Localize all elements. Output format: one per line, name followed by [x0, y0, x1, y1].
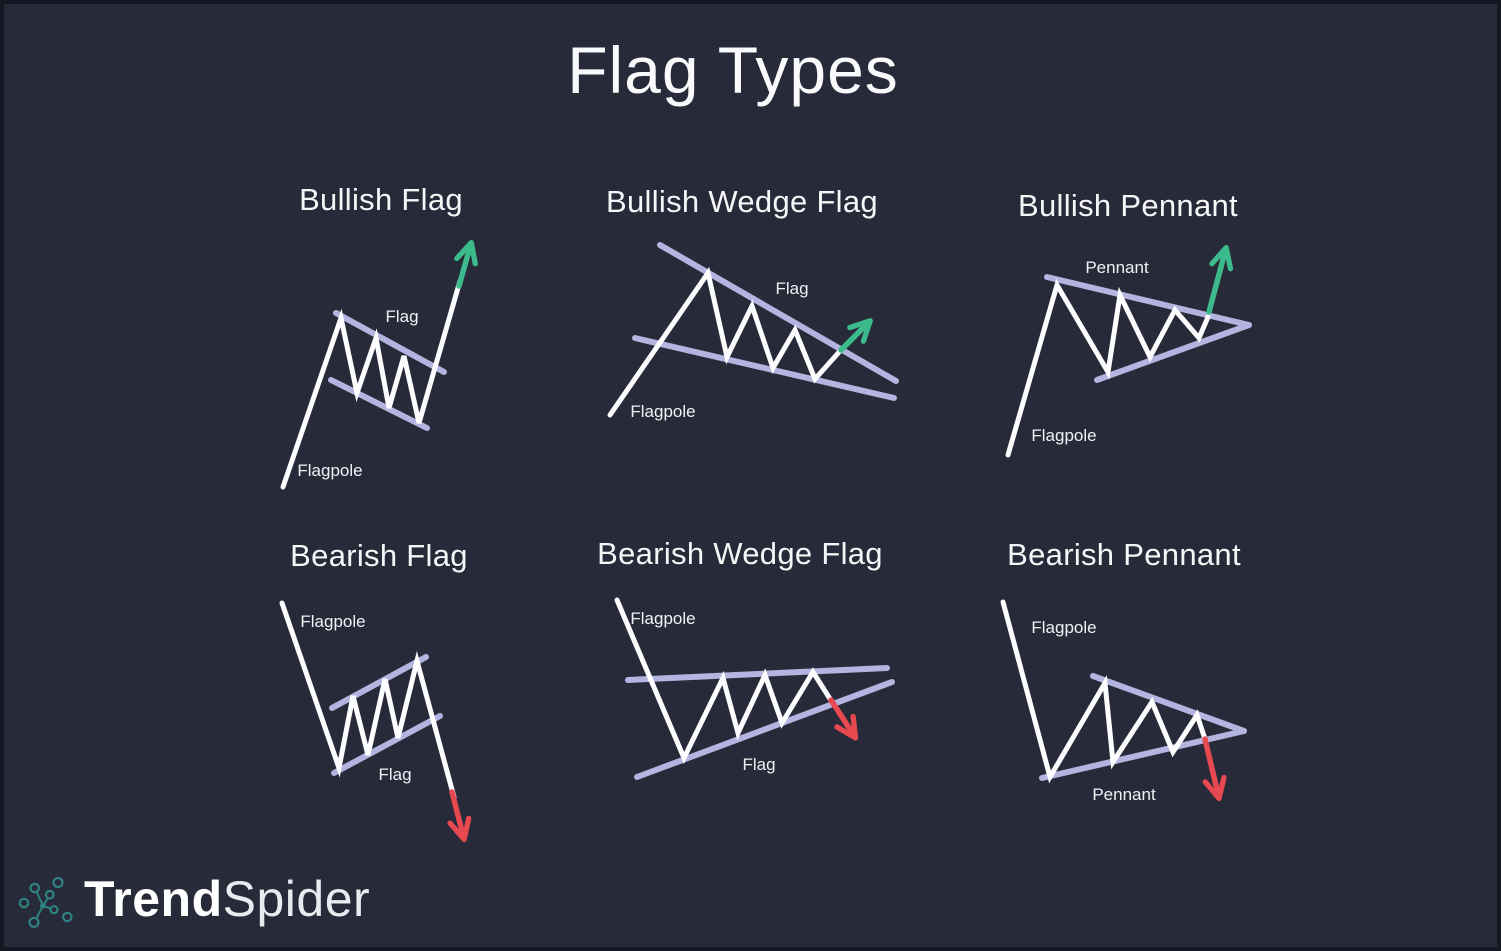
bullish-flag-flagpole-label: Flagpole [297, 461, 363, 480]
upper-channel-line [333, 310, 447, 375]
bullish-flag-flag-label: Flag [385, 307, 419, 326]
bearish-flag-diagram [279, 600, 472, 843]
bearish-flag-flag-label: Flag [378, 765, 412, 784]
price-zigzag-line [280, 278, 463, 490]
logo-text-spider: Spider [222, 871, 371, 927]
bearish-flag-title: Bearish Flag [290, 538, 468, 573]
lower-wedge-line [632, 335, 897, 401]
bearish-pennant-label: Pennant [1092, 785, 1156, 804]
lower-channel-line [328, 377, 430, 431]
bearish-flag-flagpole-label: Flagpole [300, 612, 366, 631]
price-zigzag-line [1005, 278, 1211, 458]
bullish-pennant-label: Pennant [1085, 258, 1149, 277]
breakout-arrow-up [838, 318, 873, 353]
upper-wedge-line [625, 665, 890, 683]
bullish-wedge-flag-label: Flag [775, 279, 809, 298]
bullish-flag-title: Bullish Flag [299, 182, 463, 217]
upper-channel-line [329, 654, 429, 711]
lower-channel-line [331, 713, 443, 776]
price-zigzag-line [607, 266, 843, 418]
breakout-arrow-up [454, 239, 478, 289]
upper-pennant-line [1044, 274, 1252, 328]
upper-pennant-line [1090, 673, 1247, 734]
bearish-pennant-diagram [1000, 599, 1247, 802]
trendspider-logo: TrendSpider [0, 860, 480, 950]
price-zigzag-line [614, 597, 835, 765]
upper-wedge-line [657, 242, 899, 384]
bullish-wedge-flag-diagram [607, 242, 899, 418]
bullish-flag-diagram [280, 239, 478, 490]
page-title: Flag Types [567, 33, 899, 107]
bearish-wedge-flag-diagram [614, 597, 895, 780]
bullish-pennant-diagram [1005, 244, 1252, 458]
lower-wedge-line [634, 679, 895, 780]
lower-pennant-line [1094, 322, 1252, 383]
bullish-pennant-title: Bullish Pennant [1018, 188, 1238, 223]
bullish-pennant-flagpole-label: Flagpole [1031, 426, 1097, 445]
breakout-arrow-up [1206, 244, 1234, 315]
breakdown-arrow-down [1202, 736, 1227, 802]
bullish-wedge-flag-title: Bullish Wedge Flag [606, 184, 878, 219]
bearish-pennant-flagpole-label: Flagpole [1031, 618, 1097, 637]
lower-pennant-line [1039, 728, 1247, 781]
price-zigzag-line [1000, 599, 1209, 784]
bearish-wedge-flag-label: Flag [742, 755, 776, 774]
bearish-wedge-flag-title: Bearish Wedge Flag [597, 536, 883, 571]
logo-wordmark: TrendSpider [84, 874, 370, 924]
breakdown-arrow-down [447, 789, 472, 843]
spider-web-icon [18, 876, 73, 928]
price-zigzag-line [279, 600, 457, 800]
bullish-wedge-flagpole-label: Flagpole [630, 402, 696, 421]
breakdown-arrow-down [828, 697, 859, 741]
bearish-pennant-title: Bearish Pennant [1007, 537, 1241, 572]
bearish-wedge-flagpole-label: Flagpole [630, 609, 696, 628]
logo-text-trend: Trend [84, 871, 223, 927]
